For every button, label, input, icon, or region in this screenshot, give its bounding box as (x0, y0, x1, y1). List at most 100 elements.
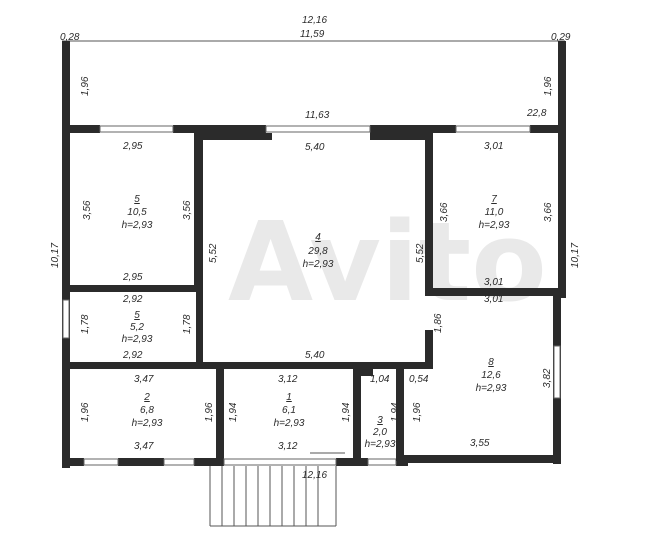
dim-r4-bottom: 5,40 (305, 350, 325, 361)
room-8-height: h=2,93 (476, 383, 507, 394)
dim-r6-bottom: 2,95 (122, 272, 143, 283)
wall-r4-r7 (425, 133, 433, 293)
dim-r1-bottom: 3,12 (278, 441, 298, 452)
bottom-wall-seg-4 (336, 458, 368, 466)
dim-r5-left: 1,78 (80, 314, 91, 334)
room-3-area: 2,0 (372, 427, 387, 438)
dim-overall-bottom: 12,16 (302, 470, 327, 481)
room-5-area: 5,2 (130, 322, 144, 333)
window-room6 (99, 125, 174, 133)
top-wall-seg-4 (530, 125, 566, 133)
window-room2-a (83, 458, 119, 466)
wall-r7-r8 (425, 288, 561, 296)
room-8-number: 8 (488, 357, 494, 368)
dim-ext-top-right: 22,8 (526, 108, 547, 119)
wall-r5-r4 (196, 285, 203, 365)
dim-r6-left: 3,56 (82, 200, 93, 220)
room-2-area: 6,8 (140, 405, 154, 416)
bottom-wall-seg-2 (118, 458, 164, 466)
dim-r3-top: 1,04 (370, 374, 390, 385)
window-room2-b (163, 458, 195, 466)
room-6-number: 5 (134, 194, 140, 205)
dim-r7-top: 3,01 (484, 141, 503, 152)
room-2-number: 2 (143, 392, 150, 403)
dim-r4-right: 5,52 (415, 243, 426, 263)
bottom-wall-seg-1 (62, 458, 84, 466)
dim-r4-top-outer: 11,63 (305, 110, 330, 121)
wall-r4-top-right (370, 133, 430, 140)
room-5-height: h=2,93 (122, 334, 153, 345)
room-2-height: h=2,93 (132, 418, 163, 429)
dim-overall-inner: 11,59 (300, 29, 325, 40)
window-room3 (367, 458, 397, 466)
wall-r4-bottom (196, 362, 433, 369)
dim-r2-top: 3,47 (134, 374, 154, 385)
room-5-number: 5 (134, 310, 140, 321)
dim-r8-left: 1,86 (433, 313, 444, 333)
dim-r1-right: 1,94 (341, 402, 352, 422)
room-4-area: 29,8 (307, 246, 328, 257)
dim-r2-bottom: 3,47 (134, 441, 154, 452)
dim-r4-top: 5,40 (305, 142, 325, 153)
dim-r5-bottom: 2,92 (122, 350, 143, 361)
room-4-number: 4 (315, 232, 321, 243)
room-7-height: h=2,93 (479, 220, 510, 231)
dim-r7-bottom: 3,01 (484, 277, 503, 288)
window-room4 (265, 125, 371, 133)
dim-r8-top: 3,01 (484, 294, 503, 305)
bottom-wall-seg-3 (194, 458, 224, 466)
dim-r1-top: 3,12 (278, 374, 298, 385)
room-8-area: 12,6 (481, 370, 501, 381)
wall-r3-top (353, 369, 373, 376)
dim-right-upper: 1,96 (543, 76, 554, 96)
wall-r6-r5 (70, 285, 203, 292)
room-6-area: 10,5 (127, 207, 147, 218)
window-room5 (62, 299, 70, 339)
dim-overall-top: 12,16 (302, 15, 327, 26)
room-7-area: 11,0 (485, 207, 504, 218)
dim-r8-left2: 1,96 (412, 402, 423, 422)
dim-r8-offset: 0,54 (409, 374, 429, 385)
outer-wall-left (62, 41, 70, 468)
dim-r2-left: 1,96 (80, 402, 91, 422)
dim-left-upper: 1,96 (80, 76, 91, 96)
wall-r4-r8 (425, 330, 433, 369)
dim-left-offset: 0,28 (60, 32, 80, 43)
dim-right-offset: 0,29 (551, 32, 571, 43)
bottom-wall-seg-6 (402, 455, 561, 463)
wall-r3-r8 (396, 369, 404, 461)
dim-r6-top: 2,95 (122, 141, 143, 152)
room-1-height: h=2,93 (274, 418, 305, 429)
dim-r2-right: 1,96 (204, 402, 215, 422)
dim-r3-right: 1,94 (390, 402, 401, 422)
dim-r5-right: 1,78 (182, 314, 193, 334)
room-3-height: h=2,93 (365, 439, 396, 450)
dim-r1-left: 1,94 (228, 402, 239, 422)
door-room1 (223, 458, 337, 466)
wall-r4-top-left (194, 133, 272, 140)
top-wall-seg-3 (370, 125, 456, 133)
porch-steps (209, 466, 337, 527)
outer-wall-right-upper (558, 41, 566, 298)
avito-watermark: Avito (228, 198, 547, 326)
room-3-number: 3 (377, 415, 383, 426)
wall-r1-r3 (353, 369, 361, 458)
dim-r5-top: 2,92 (122, 294, 143, 305)
room-4-height: h=2,93 (303, 259, 334, 270)
dim-r8-bottom: 3,55 (470, 438, 490, 449)
dim-r6-right: 3,56 (182, 200, 193, 220)
dim-right-height: 10,17 (570, 243, 581, 268)
top-wall-seg-1 (62, 125, 100, 133)
top-wall-seg-2 (173, 125, 266, 133)
dim-left-height: 10,17 (50, 243, 61, 268)
window-room8 (553, 345, 561, 399)
wall-r2-r1 (216, 369, 224, 458)
dim-r7-right: 3,66 (543, 202, 554, 222)
dim-r8-right: 3,82 (542, 368, 553, 388)
room-1-number: 1 (286, 392, 292, 403)
window-room7 (455, 125, 531, 133)
room-7-number: 7 (491, 194, 497, 205)
wall-r6-r4 (194, 133, 203, 285)
room-1-area: 6,1 (282, 405, 296, 416)
